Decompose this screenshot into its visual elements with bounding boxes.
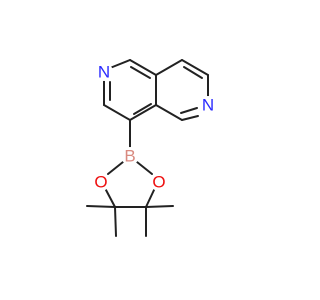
- bond: [105, 189, 116, 208]
- bond: [107, 161, 124, 175]
- bond-methyl: [145, 205, 174, 208]
- bond: [129, 104, 157, 121]
- bond: [103, 104, 131, 121]
- nitrogen-atom-top: N: [95, 63, 113, 82]
- bond: [181, 59, 209, 76]
- bond: [109, 59, 131, 69]
- bond: [155, 104, 183, 121]
- oxygen-atom-left: O: [92, 173, 110, 192]
- atom-labels: N N B O O: [92, 63, 217, 192]
- bond-lines: [86, 59, 209, 237]
- bond: [155, 59, 183, 76]
- bond-double: [183, 66, 203, 79]
- atom-label-o-right: O: [152, 173, 165, 192]
- bond-double: [130, 66, 151, 79]
- bond: [181, 115, 199, 121]
- molecule-structure-diagram: N N B O O: [86, 59, 217, 237]
- bond-double: [133, 103, 152, 115]
- atom-label-boron: B: [124, 147, 135, 166]
- bond-double: [180, 107, 198, 114]
- atom-label-o-left: O: [94, 173, 107, 192]
- oxygen-atom-right: O: [150, 173, 168, 192]
- bond: [136, 161, 153, 175]
- atom-label-n-top: N: [98, 63, 110, 82]
- boron-atom: B: [121, 147, 139, 166]
- bond-methyl: [114, 206, 117, 237]
- bond: [129, 59, 157, 76]
- bond: [145, 189, 155, 208]
- nitrogen-atom-right: N: [199, 96, 217, 115]
- atom-label-n-right: N: [202, 96, 214, 115]
- bond-methyl: [86, 205, 116, 208]
